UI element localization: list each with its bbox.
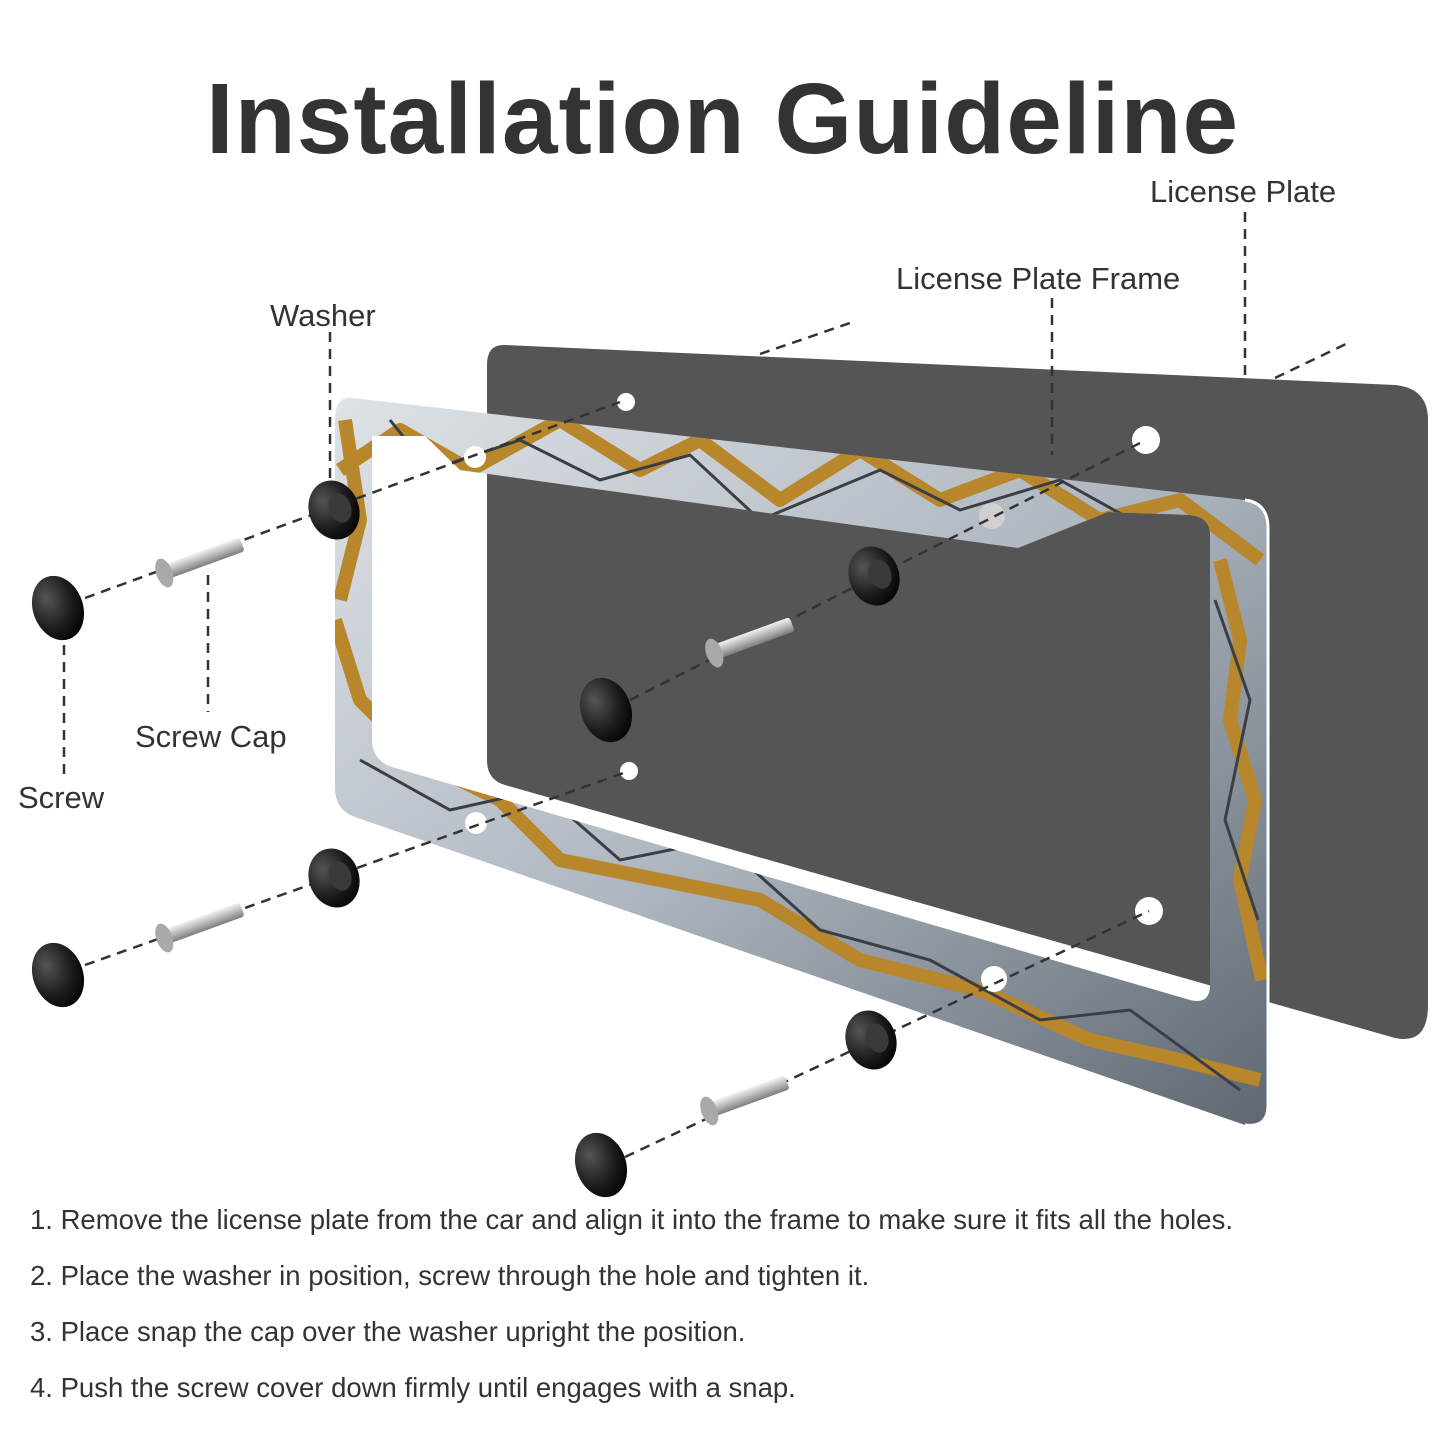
washer-icon [848,546,900,606]
screw-cap-icon [31,942,85,1008]
frame-hole [465,812,487,834]
screw-icon [705,617,794,668]
screw-cap-icon [574,1132,628,1198]
instruction-step: 1. Remove the license plate from the car… [30,1204,1233,1235]
frame-hole [979,503,1005,529]
plate-hole [620,762,638,780]
instruction-steps: 1. Remove the license plate from the car… [30,1200,1430,1424]
screw-cap-icon [579,677,633,743]
instruction-step: 3. Place snap the cap over the washer up… [30,1316,746,1347]
screw-icon [155,902,244,953]
label-screw: Screw [18,780,105,815]
page-title: Installation Guideline [205,63,1240,175]
plate-hole [617,393,635,411]
screw-icon [155,537,244,588]
label-washer: Washer [270,298,376,333]
label-license-plate-frame: License Plate Frame [896,261,1181,296]
instruction-step: 2. Place the washer in position, screw t… [30,1260,870,1291]
screw-cap-icon [31,575,85,641]
frame-hole [981,966,1007,992]
label-screw-cap: Screw Cap [135,719,287,754]
washer-icon [845,1010,897,1070]
screw-icon [700,1075,789,1126]
instruction-step: 4. Push the screw cover down firmly unti… [30,1372,796,1403]
washer-icon [308,848,360,908]
washer-icon [308,480,360,540]
plate-hole [1132,426,1160,454]
label-license-plate: License Plate [1150,174,1337,209]
license-plate [487,344,1428,1040]
frame-hole [464,446,486,468]
